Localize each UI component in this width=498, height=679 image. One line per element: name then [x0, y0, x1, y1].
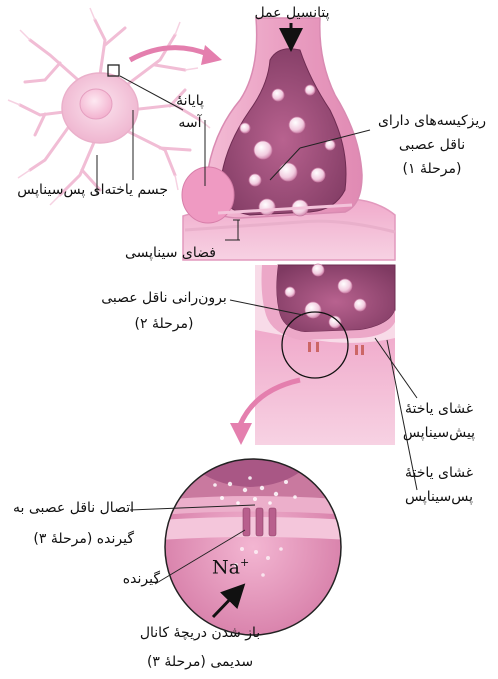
label-binding-step3: گیرنده (مرحلهٔ ۳) — [0, 528, 134, 550]
label-vesicles-line2: ناقل عصبی — [366, 134, 498, 156]
label-axon-terminal-line2: آسه — [160, 112, 220, 134]
label-binding-line1: اتصال ناقل عصبی به — [0, 497, 134, 519]
synapse-detail-panel — [255, 264, 395, 445]
label-synaptic-space: فضای سیناپسی — [40, 242, 216, 264]
label-sodium-channel-line1: باز شدن دریچهٔ کانال — [120, 622, 280, 644]
label-axon-terminal-line1: پایانهٔ — [160, 90, 220, 112]
label-postsynaptic-membrane-line1: غشای یاختهٔ — [380, 462, 498, 484]
zoom-arrow-1 — [130, 48, 210, 60]
label-presynaptic-membrane-line2: پیش‌سیناپس — [380, 422, 498, 444]
label-postsynaptic-cell-body: جسم یاخته‌ای پس‌سیناپس — [0, 179, 168, 201]
label-action-potential: پتانسیل عمل — [222, 2, 362, 24]
label-exocytosis-step2: (مرحلهٔ ۲) — [84, 313, 244, 335]
label-vesicles-step1: (مرحلهٔ ۱) — [366, 158, 498, 180]
label-sodium-ion: Na+ — [212, 556, 249, 578]
label-receptor: گیرنده — [60, 568, 160, 590]
label-postsynaptic-membrane-line2: پس‌سیناپس — [380, 486, 498, 508]
label-vesicles-line1: ریزکیسه‌های دارای — [366, 110, 498, 132]
label-sodium-channel-step3: سدیمی (مرحلهٔ ۳) — [120, 651, 280, 673]
label-exocytosis-line1: برون‌رانی ناقل عصبی — [84, 287, 244, 309]
receptor-zoom-circle — [160, 455, 350, 635]
label-presynaptic-membrane-line1: غشای یاختهٔ — [380, 398, 498, 420]
